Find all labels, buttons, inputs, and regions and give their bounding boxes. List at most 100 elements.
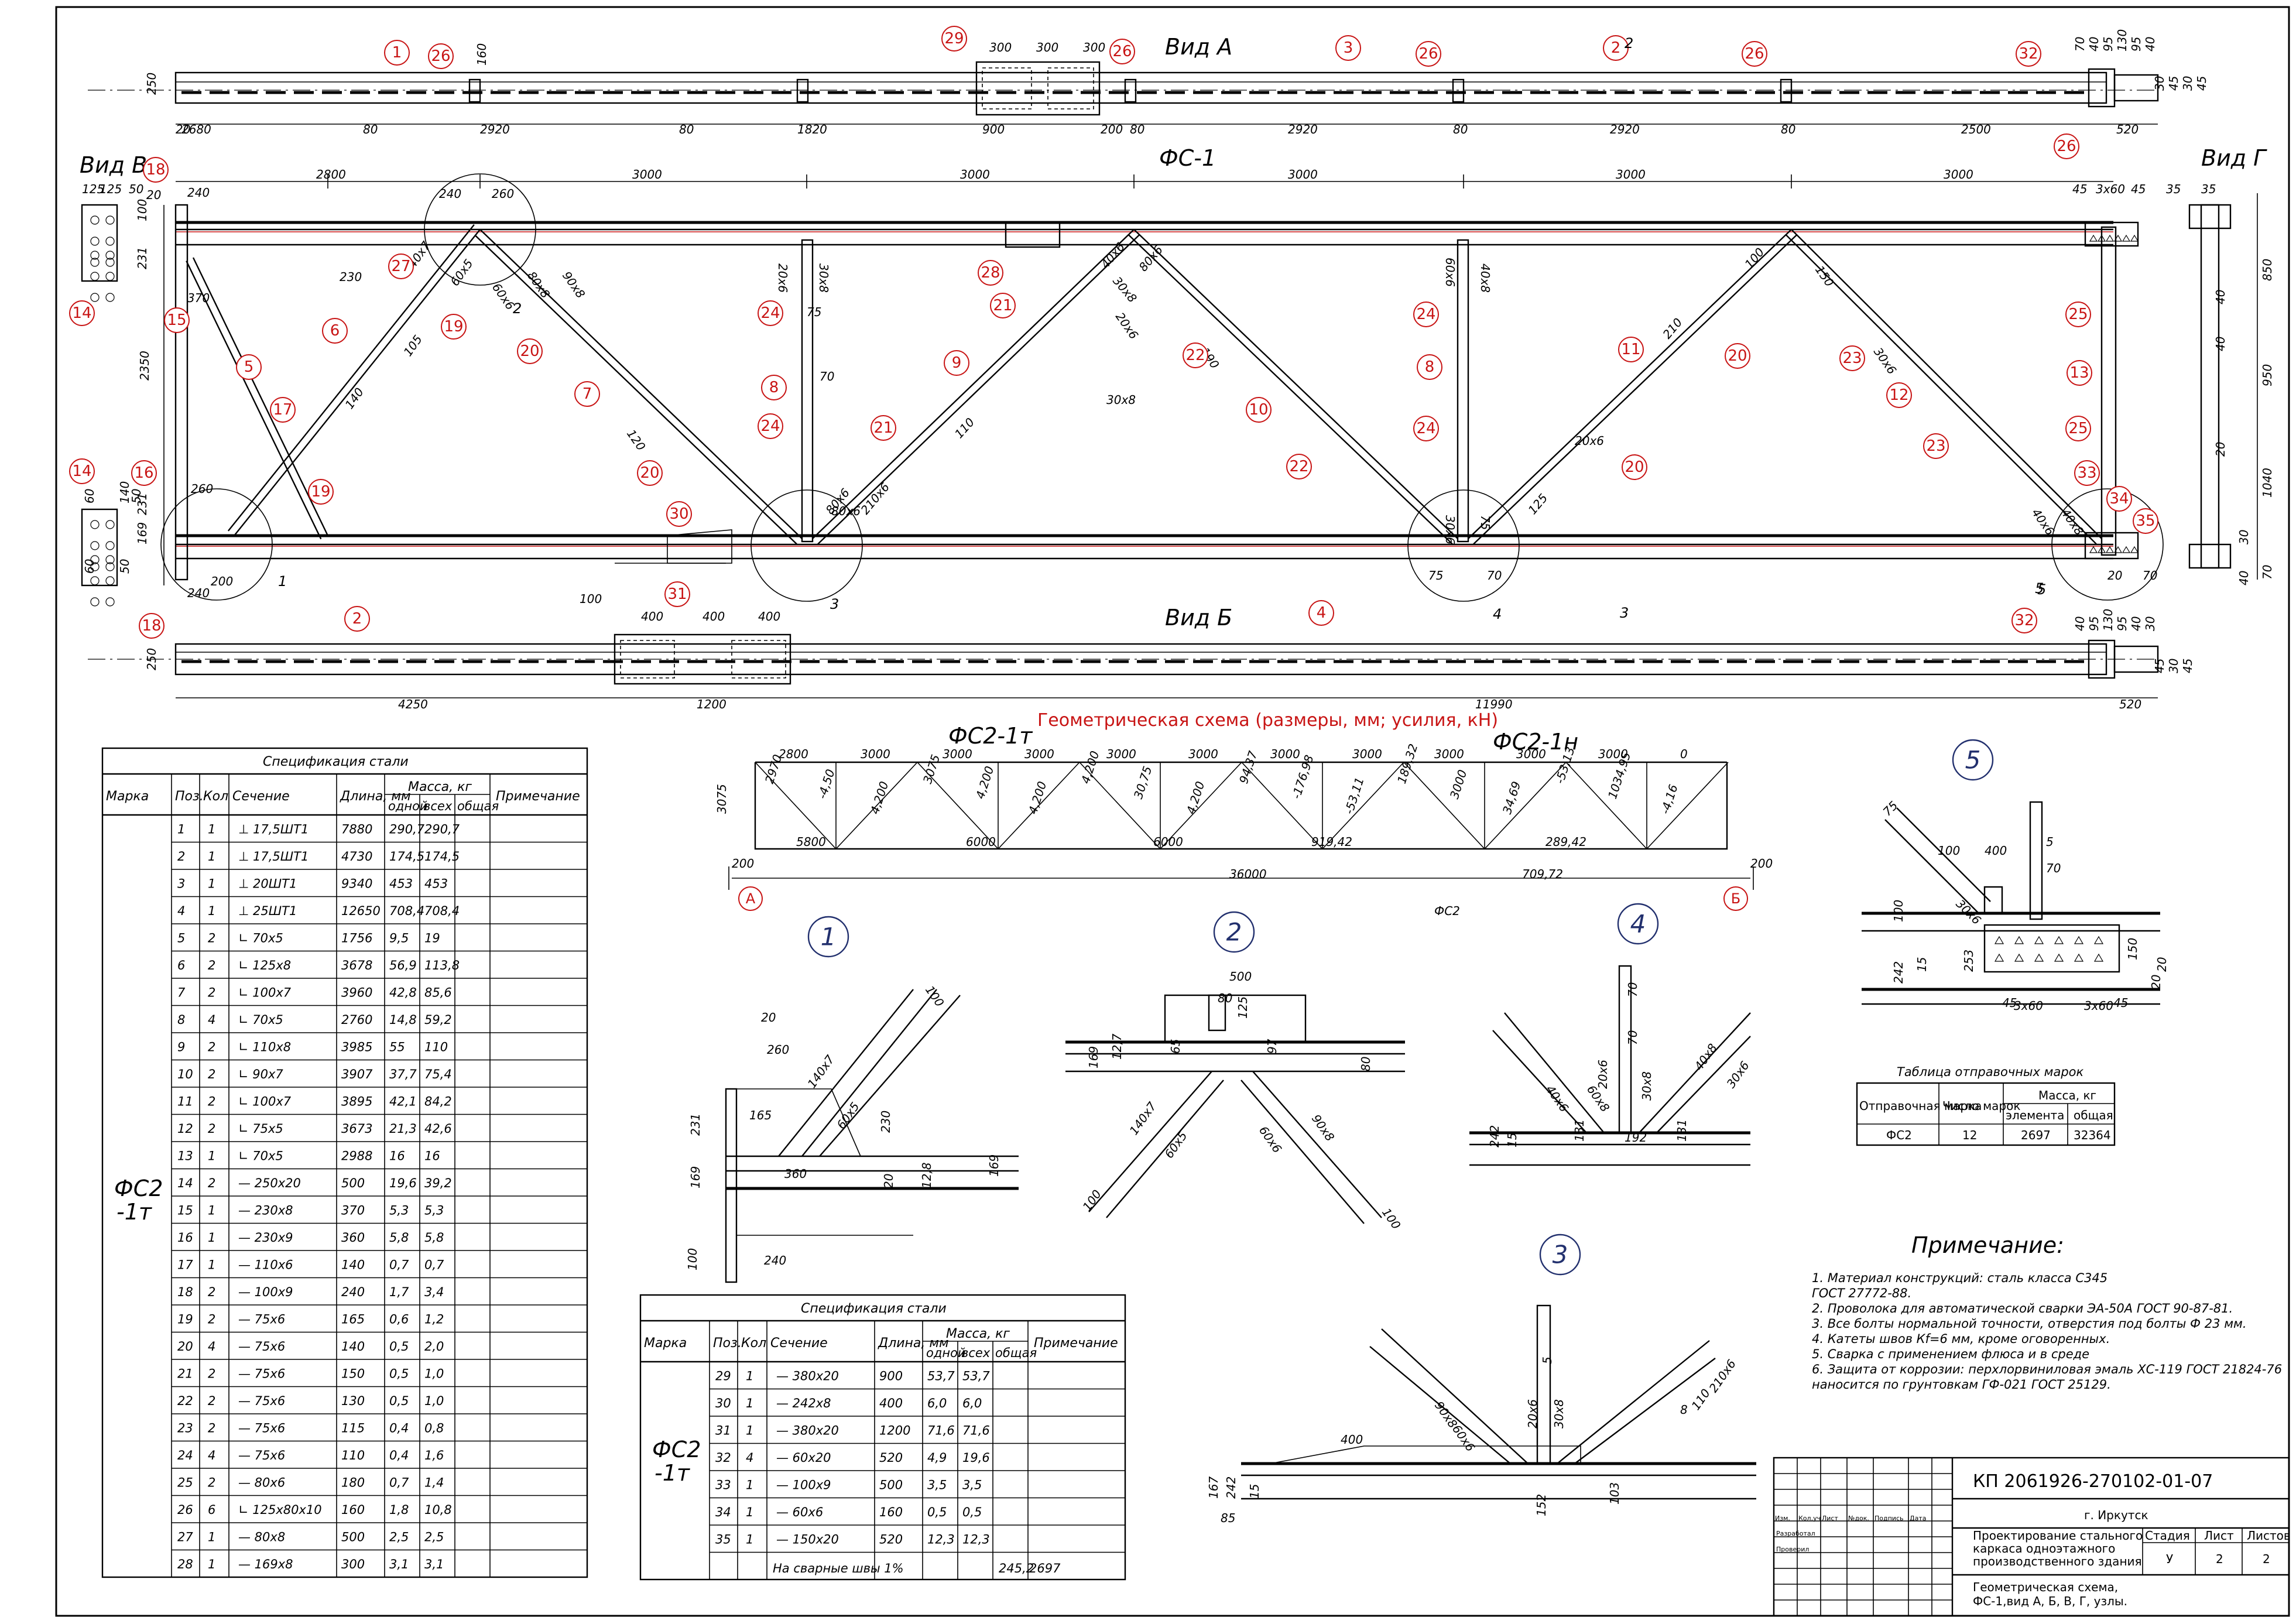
- node-5-dim: 400: [1985, 844, 2007, 858]
- spec-cell-pos: 26: [177, 1503, 193, 1517]
- position-mark-26: 26: [1109, 39, 1135, 64]
- member-label: 30x6: [1871, 345, 1899, 377]
- svg-text:7: 7: [582, 385, 592, 403]
- member-label: 80x6: [1136, 242, 1166, 274]
- spec-cell-length: 115: [341, 1421, 365, 1435]
- node-5-detail: [1862, 801, 2160, 1005]
- truss-left-dim: 231: [135, 493, 149, 515]
- spec-cell-qty: 2: [208, 1312, 215, 1326]
- node-1-dim: 260: [767, 1043, 789, 1057]
- spec-cell-pos: 20: [177, 1339, 193, 1354]
- spec-cell-mass-all: 0,8: [424, 1421, 444, 1435]
- position-mark-22: 22: [1286, 454, 1312, 479]
- notes-block: Примечание:1. Материал конструкций: стал…: [1812, 1232, 2282, 1392]
- spec-cell-mass-all: 1,6: [424, 1448, 444, 1462]
- node-3-detail: [1241, 1304, 1756, 1500]
- scheme-bottom-dim: 6000: [966, 835, 996, 849]
- spec-cell-pos: 15: [177, 1203, 193, 1217]
- stamp-stage: У: [2166, 1552, 2173, 1566]
- position-mark-24: 24: [1413, 416, 1439, 441]
- spec-cell-qty: 1: [208, 1203, 215, 1217]
- node-callout-1: 1: [807, 916, 849, 958]
- scheme-force-label: -4,16: [1658, 783, 1681, 816]
- spec-cell-mass-one: 290,7: [389, 822, 425, 836]
- spec-cell-mass-all: 2,5: [424, 1530, 444, 1544]
- member-label: 105: [400, 333, 425, 359]
- svg-text:8: 8: [1425, 358, 1435, 376]
- spec-cell-length: 1200: [879, 1423, 910, 1437]
- member-label: 70: [1487, 568, 1502, 583]
- truss-left-dim: 240: [187, 586, 210, 600]
- view-a-dim: 1820: [797, 122, 827, 136]
- spec-cell-mass-all: 5,3: [424, 1203, 444, 1217]
- spec-cell-pos: 28: [177, 1557, 193, 1571]
- spec-mark: -1т: [116, 1199, 153, 1225]
- shipping-title: Таблица отправочных марок: [1897, 1065, 2083, 1079]
- node-4-dim: 20x6: [1596, 1060, 1610, 1089]
- scheme-top-dim: 3000: [1598, 747, 1628, 761]
- view-a-top-dim: 300: [1036, 40, 1058, 54]
- scheme-top-dim: 3000: [1434, 747, 1464, 761]
- spec-cell-length: 3673: [341, 1122, 372, 1136]
- truss-left-dim: 169: [135, 522, 149, 544]
- spec-cell-pos: 23: [177, 1421, 193, 1435]
- spec-header: одной: [926, 1346, 966, 1360]
- spec-table-title: Спецификация стали: [263, 755, 409, 769]
- spec-cell-mass-one: 0,4: [389, 1421, 409, 1435]
- node-4-dim: 40x8: [1691, 1041, 1719, 1073]
- svg-text:21: 21: [993, 297, 1012, 314]
- spec-cell-qty: 2: [208, 1285, 215, 1299]
- spec-cell-pos: 3: [177, 876, 185, 890]
- svg-text:4: 4: [1630, 910, 1646, 938]
- view-a-top-dim: 300: [989, 40, 1012, 54]
- scheme-bottom-dim: 5800: [796, 835, 826, 849]
- spec-cell-qty: 4: [208, 1339, 215, 1354]
- position-mark-23: 23: [1839, 345, 1865, 371]
- spec-header: Поз.: [713, 1336, 742, 1351]
- position-mark-16: 16: [131, 460, 157, 486]
- truss-right-dim: 45: [2072, 182, 2087, 196]
- svg-text:14: 14: [72, 462, 91, 480]
- stamp-sheets-label: Листов: [2247, 1529, 2291, 1543]
- node-2-dim: 169: [1087, 1046, 1101, 1068]
- spec-cell-length: 1756: [341, 931, 372, 945]
- spec-header: Масса, кг: [946, 1327, 1010, 1341]
- truss-left-dim: 60: [83, 559, 97, 574]
- section-tag: 4: [1493, 606, 1502, 622]
- spec-cell-mass-all: 71,6: [962, 1423, 990, 1437]
- truss-right-dim: 45: [2131, 182, 2146, 196]
- scheme-height-dim: 3075: [715, 784, 729, 814]
- scheme-force-label: 4,200: [1184, 780, 1208, 816]
- spec-cell-mass-all: 174,5: [424, 849, 460, 864]
- spec-cell-mass-one: 12,3: [927, 1532, 955, 1546]
- position-mark-17: 17: [270, 397, 296, 423]
- spec-cell-mass-all: 0,5: [962, 1505, 982, 1519]
- spec-cell-pos: 18: [177, 1285, 193, 1299]
- spec-cell-pos: 19: [177, 1312, 193, 1326]
- spec-cell-section: — 75x6: [238, 1448, 285, 1462]
- spec-cell-mass-one: 14,8: [389, 1013, 417, 1027]
- stamp-col-label: №док.: [1848, 1515, 1869, 1522]
- node-4-dim: 70: [1626, 982, 1640, 997]
- svg-text:18: 18: [142, 617, 161, 635]
- spec-cell-length: 140: [341, 1339, 365, 1354]
- spec-cell-mass-one: 0,4: [389, 1448, 409, 1462]
- spec-cell-mass-one: 0,5: [389, 1366, 409, 1380]
- spec-cell-length: 500: [341, 1176, 365, 1190]
- spec-cell-pos: 25: [177, 1475, 193, 1489]
- member-label: 70: [820, 369, 834, 383]
- svg-text:8: 8: [769, 379, 779, 396]
- shipping-header: элемента: [2006, 1108, 2064, 1122]
- truss-right-dim: 70: [2260, 565, 2274, 580]
- spec-cell-section: ∟ 100x7: [238, 985, 292, 999]
- spec-cell-section: ∟ 70x5: [238, 1013, 283, 1027]
- spec-cell-mass-one: 1,8: [389, 1503, 409, 1517]
- position-mark-24: 24: [758, 300, 783, 326]
- scheme-top-dim: 3000: [943, 747, 972, 761]
- spec-cell-section: — 75x6: [238, 1339, 285, 1354]
- spec-cell-mass-one: 0,5: [389, 1339, 409, 1354]
- spec-cell-section: — 250x20: [238, 1176, 301, 1190]
